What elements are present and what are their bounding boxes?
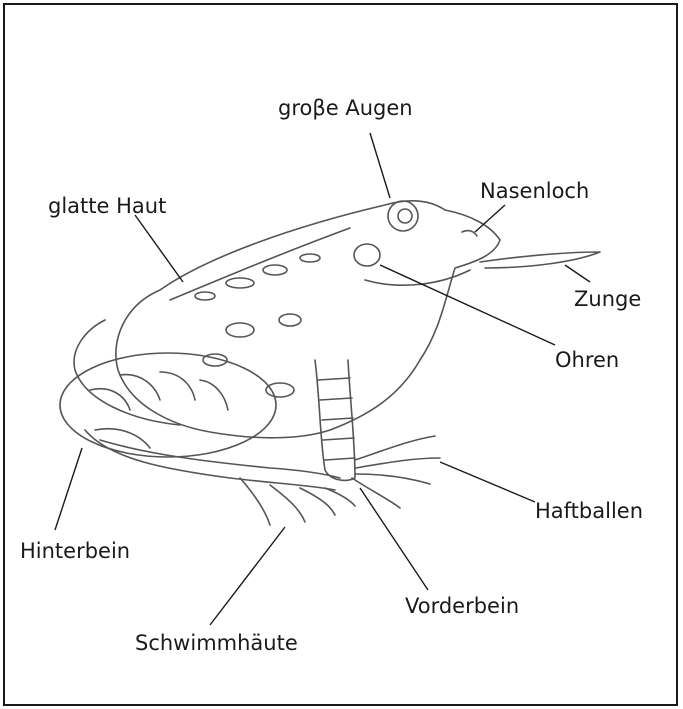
label-hinterbein: Hinterbein: [20, 541, 130, 562]
leader-augen: [370, 133, 390, 198]
label-augen: groβe Augen: [278, 98, 413, 119]
label-haut: glatte Haut: [48, 196, 166, 217]
leader-schwimmhaeute: [210, 527, 285, 625]
leader-ohren: [380, 265, 555, 345]
label-haftballen: Haftballen: [535, 501, 643, 522]
label-ohren: Ohren: [555, 350, 619, 371]
label-schwimmhaeute: Schwimmhäute: [135, 633, 298, 654]
frog-illustration: [60, 201, 600, 525]
leader-zunge: [565, 265, 590, 282]
leader-hinterbein: [55, 448, 82, 530]
label-nasenloch: Nasenloch: [480, 181, 589, 202]
label-zunge: Zunge: [574, 289, 641, 310]
leader-haut: [135, 215, 183, 282]
leader-haftballen: [440, 462, 535, 502]
label-vorderbein: Vorderbein: [405, 596, 519, 617]
